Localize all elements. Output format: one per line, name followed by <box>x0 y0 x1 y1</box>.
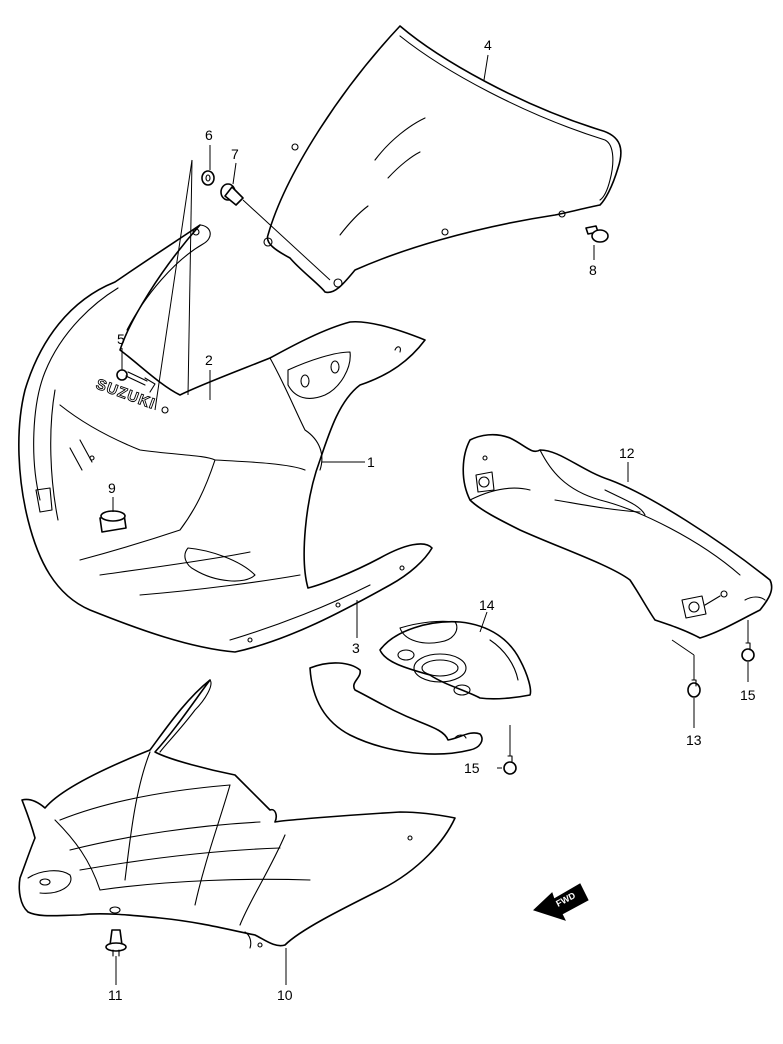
callout-1: 1 <box>367 454 375 470</box>
callout-14: 14 <box>479 597 495 613</box>
callout-9: 9 <box>108 480 116 496</box>
screw-15-right[interactable] <box>741 642 755 662</box>
inner-panel-12[interactable] <box>462 433 773 639</box>
callout-2: 2 <box>205 352 213 368</box>
windscreen[interactable] <box>263 25 622 294</box>
inner-cover-14[interactable] <box>309 620 532 755</box>
lower-cowling-10[interactable] <box>18 679 456 949</box>
callout-11: 11 <box>108 987 123 1003</box>
leader-lines <box>112 54 749 985</box>
fwd-arrow-icon: FWD <box>533 883 589 921</box>
screw-13[interactable] <box>687 679 701 698</box>
callout-10: 10 <box>277 987 293 1003</box>
callout-8: 8 <box>589 262 597 278</box>
upper-cowling[interactable]: SUZUKI <box>18 224 433 653</box>
callout-15-center: 15 <box>464 760 480 776</box>
callout-6: 6 <box>205 127 213 143</box>
callout-13: 13 <box>686 732 702 748</box>
callout-5: 5 <box>117 331 125 347</box>
callout-3: 3 <box>352 640 360 656</box>
callout-4: 4 <box>484 37 492 53</box>
screw-8[interactable] <box>585 225 609 243</box>
callout-12: 12 <box>619 445 635 461</box>
washer-6[interactable] <box>201 170 215 186</box>
callout-7: 7 <box>231 146 239 162</box>
bolt-7[interactable] <box>220 183 244 206</box>
callout-15-right: 15 <box>740 687 756 703</box>
callout-labels: 1 2 3 4 5 6 7 8 9 10 11 12 13 14 15 15 <box>108 37 756 1003</box>
clip-11[interactable] <box>105 929 127 957</box>
screw-15-center[interactable] <box>503 755 517 775</box>
grommet-9[interactable] <box>99 510 127 533</box>
